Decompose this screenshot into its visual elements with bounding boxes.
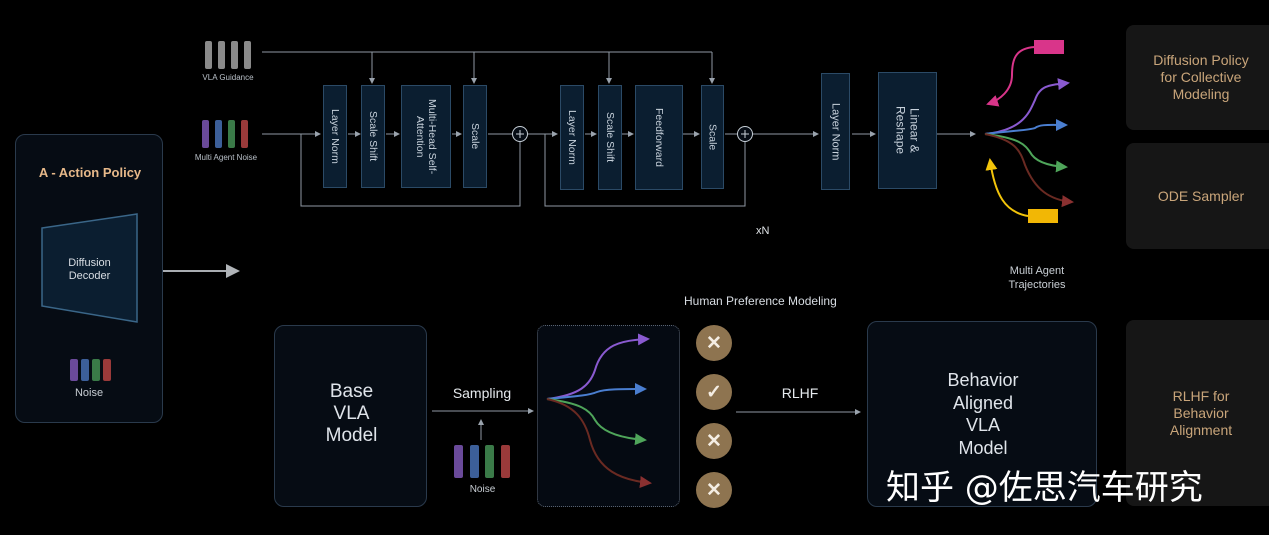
preference-reject-icon: ✕ bbox=[696, 472, 732, 508]
feedforward-block: Feedforward bbox=[635, 85, 683, 190]
noise-bar-green bbox=[228, 120, 235, 148]
linear-reshape-block: Linear & Reshape bbox=[878, 72, 937, 189]
scale-block-1: Scale bbox=[463, 85, 487, 188]
side-label-rlhf: RLHF for Behavior Alignment bbox=[1126, 320, 1269, 506]
noise-bar-purple bbox=[70, 359, 78, 381]
guidance-bar bbox=[231, 41, 238, 69]
guidance-bar bbox=[218, 41, 225, 69]
noise-bar-blue bbox=[470, 445, 479, 478]
yellow-agent-box bbox=[1028, 209, 1058, 223]
trajectories-label: Multi Agent Trajectories bbox=[1008, 265, 1066, 291]
action-policy-title: A - Action Policy bbox=[38, 165, 142, 180]
layer-norm-block-1: Layer Norm bbox=[323, 85, 347, 188]
base-vla-model-label: Base VLA Model bbox=[325, 381, 378, 446]
aligned-vla-model-label: Behavior Aligned VLA Model bbox=[947, 370, 1019, 458]
layer-norm-block-2: Layer Norm bbox=[560, 85, 584, 190]
noise-bar-blue bbox=[215, 120, 222, 148]
noise-bar-purple bbox=[454, 445, 463, 478]
base-vla-model-panel: Base VLA Model bbox=[274, 325, 427, 507]
side-label-ode-sampler: ODE Sampler bbox=[1126, 143, 1269, 249]
human-preference-title: Human Preference Modeling bbox=[684, 294, 837, 308]
scale-shift-block-2: Scale Shift bbox=[598, 85, 622, 190]
guidance-bar bbox=[244, 41, 251, 69]
noise-bar-purple bbox=[202, 120, 209, 148]
action-noise-label: Noise bbox=[74, 387, 104, 399]
noise-bar-green bbox=[92, 359, 100, 381]
preference-accept-icon: ✓ bbox=[696, 374, 732, 410]
noise-bar-red bbox=[241, 120, 248, 148]
scale-block-2: Scale bbox=[701, 85, 724, 189]
layer-norm-block-3: Layer Norm bbox=[821, 73, 850, 190]
scale-shift-block-1: Scale Shift bbox=[361, 85, 385, 188]
guidance-bar bbox=[205, 41, 212, 69]
residual-add-1 bbox=[512, 126, 528, 142]
sampling-noise-label: Noise bbox=[469, 484, 496, 495]
sampled-trajectories-panel bbox=[537, 325, 680, 507]
side-label-diffusion-policy: Diffusion Policy for Collective Modeling bbox=[1126, 25, 1269, 130]
noise-bar-red bbox=[103, 359, 111, 381]
noise-bar-green bbox=[485, 445, 494, 478]
pink-agent-box bbox=[1034, 40, 1064, 54]
aligned-vla-model-panel: Behavior Aligned VLA Model bbox=[867, 321, 1097, 507]
repeat-label: xN bbox=[756, 225, 770, 237]
sampling-label: Sampling bbox=[452, 385, 512, 401]
rlhf-label: RLHF bbox=[781, 385, 819, 401]
preference-reject-icon: ✕ bbox=[696, 423, 732, 459]
residual-add-2 bbox=[737, 126, 753, 142]
watermark: 知乎 @佐思汽车研究 bbox=[886, 468, 1203, 508]
multi-agent-noise-label: Multi Agent Noise bbox=[194, 153, 258, 162]
noise-bar-red bbox=[501, 445, 510, 478]
noise-bar-blue bbox=[81, 359, 89, 381]
multi-head-attention-block: Multi-Head Self- Attention bbox=[401, 85, 451, 188]
diffusion-decoder-label: Diffusion Decoder bbox=[68, 257, 111, 282]
vla-guidance-label: VLA Guidance bbox=[202, 73, 254, 82]
preference-reject-icon: ✕ bbox=[696, 325, 732, 361]
